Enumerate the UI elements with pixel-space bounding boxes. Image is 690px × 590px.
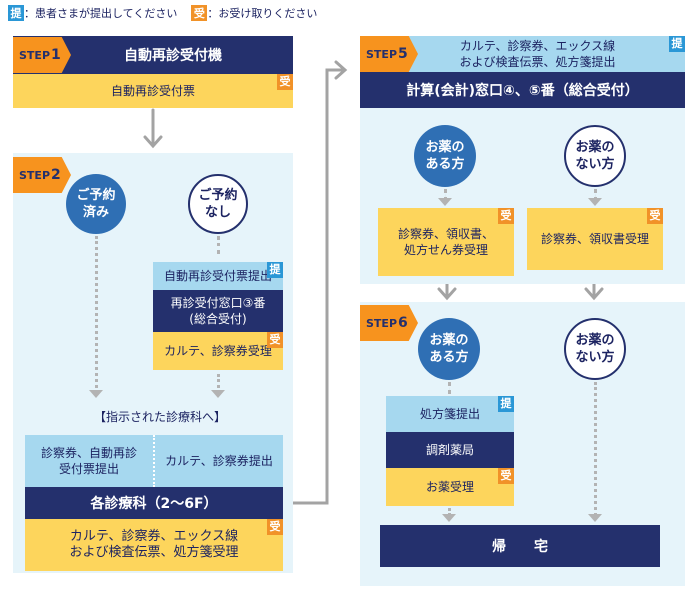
step2-receive-docs-label: カルテ、診察券、エックス線 および検査伝票、処方箋受理 xyxy=(69,529,239,560)
receive-icon: 受 xyxy=(498,468,514,484)
step2-submit-ticket-label: 自動再診受付票提出 xyxy=(163,269,272,283)
arrow-step5-step6-left-head xyxy=(437,287,457,301)
step2-badge-word: STEP xyxy=(19,168,51,182)
submit-icon: 提 xyxy=(267,262,283,278)
step1-machine-label: 自動再診受付機 xyxy=(124,48,222,64)
step6-right-dotted-line xyxy=(594,382,597,516)
not-reserved-arrow-head xyxy=(211,390,225,398)
step5-badge-num: 5 xyxy=(398,46,408,62)
step6-badge-word: STEP xyxy=(366,316,398,330)
step2-receive-docs: カルテ、診察券、エックス線 および検査伝票、処方箋受理 受 xyxy=(25,519,283,571)
step1-ticket: 自動再診受付票 受 xyxy=(13,74,293,108)
step5-badge-word: STEP xyxy=(366,47,398,61)
step6-without-medicine: お薬の ない方 xyxy=(564,318,626,380)
arrow-step1-step2-head xyxy=(143,135,163,149)
step1-badge-word: STEP xyxy=(19,48,51,62)
reserved-arrow-head xyxy=(89,390,103,398)
step6-pharmacy-label: 調剤薬局 xyxy=(425,443,474,457)
step2-departments: 各診療科（2～6F） xyxy=(25,487,283,519)
step1-badge-num: 1 xyxy=(51,47,61,63)
legend-receive-mark: 受 xyxy=(191,5,208,21)
step2-submit-ticket: 自動再診受付票提出 提 xyxy=(153,262,283,290)
step6-pharmacy: 調剤薬局 xyxy=(386,432,514,468)
step5-submit-docs-label: カルテ、診察券、エックス線 および検査伝票、処方箋提出 xyxy=(459,39,616,69)
step5-payment: 計算(会計)窓口④、⑤番（総合受付） xyxy=(360,72,685,108)
step2-to-department: 【指示された診療科へ】 xyxy=(93,410,226,424)
arrow-dept-step5 xyxy=(280,68,346,505)
step2-submit-left-label: 診察券、自動再診 受付票提出 xyxy=(40,446,137,476)
step5-receive-with: 診察券、領収書、 処方せん券受理 受 xyxy=(378,208,514,276)
legend-receive-text: ：お受け取りください xyxy=(207,7,318,20)
legend-submit-mark: 提 xyxy=(8,5,24,21)
receive-icon: 受 xyxy=(267,332,283,348)
step5-receive-with-label: 診察券、領収書、 処方せん券受理 xyxy=(397,227,494,257)
step6-with-medicine: お薬の ある方 xyxy=(418,318,480,380)
step5-with-medicine: お薬の ある方 xyxy=(414,125,476,187)
step6-right-arrow-head xyxy=(588,514,602,522)
step2-badge-num: 2 xyxy=(51,167,61,183)
step2-reserved: ご予約 済み xyxy=(66,174,126,234)
step2-submit-right: カルテ、診察券提出 xyxy=(153,435,283,487)
step2-submit-right-label: カルテ、診察券提出 xyxy=(165,454,273,468)
step6-receive-medicine: お薬受理 受 xyxy=(386,468,514,506)
step5-right-dotted-line xyxy=(594,189,597,201)
step2-not-reserved: ご予約 なし xyxy=(188,174,248,234)
step2-receive-karte: カルテ、診察券受理 受 xyxy=(153,332,283,370)
step5-receive-without-label: 診察券、領収書受理 xyxy=(540,232,649,246)
step6-receive-medicine-label: お薬受理 xyxy=(425,480,474,494)
step5-left-dotted-line xyxy=(444,189,447,201)
receive-icon: 受 xyxy=(647,208,663,224)
step6-submit-prescription-label: 処方箋提出 xyxy=(419,407,480,421)
not-reserved-dotted-line xyxy=(217,236,220,254)
step6-badge-num: 6 xyxy=(398,315,408,331)
not-reserved-dotted-line-2 xyxy=(217,374,220,394)
step6-go-home-label: 帰 宅 xyxy=(492,539,548,555)
receive-icon: 受 xyxy=(277,74,293,90)
step2-window3-label: 再診受付窓口③番 (総合受付) xyxy=(170,296,266,326)
step5-without-medicine: お薬の ない方 xyxy=(564,125,626,187)
step5-left-arrow-head xyxy=(438,198,452,206)
submit-icon: 提 xyxy=(669,36,685,52)
step1-ticket-label: 自動再診受付票 xyxy=(110,84,195,98)
step6-left-dotted-line-2 xyxy=(448,508,451,516)
legend: 提 ：患者さまが提出してください 受 ：お受け取りください xyxy=(8,4,317,22)
step2-submit-left: 診察券、自動再診 受付票提出 xyxy=(25,435,153,487)
step5-right-arrow-head xyxy=(588,198,602,206)
step5-receive-without: 診察券、領収書受理 受 xyxy=(527,208,663,270)
receive-icon: 受 xyxy=(498,208,514,224)
step2-departments-label: 各診療科（2～6F） xyxy=(90,496,218,512)
legend-submit-text: ：患者さまが提出してください xyxy=(24,7,178,20)
arrow-step5-step6-right-head xyxy=(584,287,604,301)
step6-left-arrow-head xyxy=(442,514,456,522)
step6-left-dotted-line xyxy=(448,382,451,394)
submit-icon: 提 xyxy=(498,396,514,412)
step5-payment-label: 計算(会計)窓口④、⑤番（総合受付） xyxy=(406,83,639,99)
step2-receive-karte-label: カルテ、診察券受理 xyxy=(164,344,272,358)
arrow-dept-step5-head xyxy=(334,60,348,80)
step2-window3: 再診受付窓口③番 (総合受付) xyxy=(153,290,283,332)
step6-submit-prescription: 処方箋提出 提 xyxy=(386,396,514,432)
reserved-dotted-line xyxy=(95,236,98,394)
receive-icon: 受 xyxy=(267,519,283,535)
step6-go-home: 帰 宅 xyxy=(380,525,660,567)
